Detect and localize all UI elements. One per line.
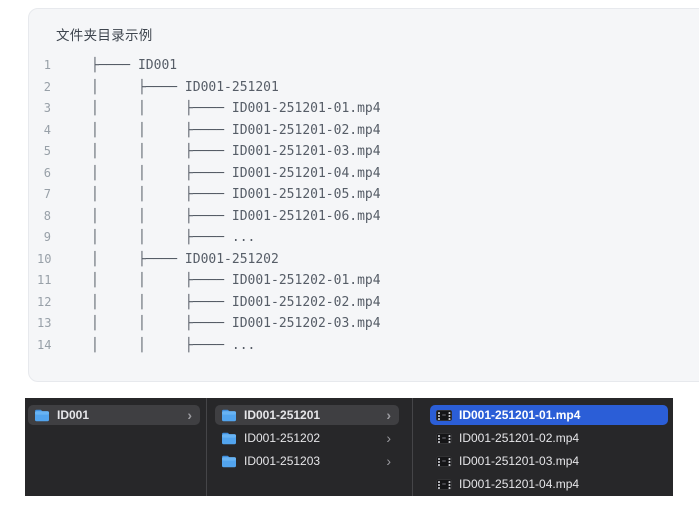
movie-icon: [436, 409, 452, 421]
code-line: 6 │ │ ├──── ID001-251201-04.mp4: [29, 163, 699, 185]
folder-icon: [221, 455, 237, 468]
code-line: 3 │ │ ├──── ID001-251201-01.mp4: [29, 98, 699, 120]
finder-item[interactable]: ID001-251203 ›: [215, 451, 399, 471]
tree-line-text: ├──── ID001: [91, 58, 178, 73]
chevron-right-icon: ›: [386, 430, 391, 446]
tree-line-text: │ │ ├──── ID001-251201-02.mp4: [91, 122, 381, 138]
line-number: 3: [43, 101, 51, 115]
code-line: 7 │ │ ├──── ID001-251201-05.mp4: [29, 184, 699, 206]
line-number: 1: [43, 58, 51, 72]
line-number: 10: [37, 251, 52, 266]
finder-item[interactable]: ID001-251202 ›: [215, 428, 399, 448]
tree-line-text: │ │ ├──── ID001-251201-01.mp4: [91, 101, 381, 116]
tree-line-text: │ ├──── ID001-251202: [91, 251, 279, 267]
tree-line-text: │ ├──── ID001-251201: [91, 79, 279, 95]
code-block: 1 ├──── ID001 2 │ ├──── ID001-251201 3 │ │ ├─…: [29, 55, 699, 356]
line-number: 7: [43, 187, 51, 201]
directory-example-card: 文件夹目录示例 1 ├──── ID001 2 │ ├──── ID001-25120…: [28, 8, 699, 382]
finder-item[interactable]: ID001-251201 ›: [215, 405, 399, 425]
finder-item[interactable]: ID001-251201-02.mp4: [430, 428, 668, 448]
line-number: 12: [37, 294, 52, 309]
line-number: 5: [43, 144, 51, 158]
movie-icon: [436, 478, 452, 490]
item-label: ID001-251201-01.mp4: [459, 408, 581, 422]
line-number: 2: [43, 79, 51, 94]
tree-line-text: │ │ ├──── ID001-251201-03.mp4: [91, 144, 381, 159]
movie-icon: [436, 455, 452, 467]
tree-line-text: │ │ ├──── ID001-251202-01.mp4: [91, 273, 381, 288]
tree-line-text: │ │ ├──── ...: [91, 230, 256, 245]
item-label: ID001-251201: [244, 408, 321, 422]
item-label: ID001-251201-04.mp4: [459, 477, 580, 491]
movie-icon: [436, 432, 452, 444]
tree-line-text: │ │ ├──── ID001-251202-02.mp4: [91, 294, 381, 310]
folder-icon: [221, 409, 237, 422]
folder-icon: [34, 409, 50, 422]
finder-item[interactable]: ID001 ›: [28, 405, 200, 425]
tree-line-text: │ │ ├──── ID001-251202-03.mp4: [91, 316, 381, 331]
line-number: 14: [37, 337, 52, 352]
finder-column-view: ID001›ID001-251201›ID001-251202›ID001-25…: [25, 398, 673, 496]
tree-line-text: │ │ ├──── ...: [91, 337, 256, 353]
line-number: 13: [37, 316, 52, 330]
finder-item[interactable]: ID001-251201-03.mp4: [430, 451, 668, 471]
finder-item[interactable]: ID001-251201-04.mp4: [430, 474, 668, 494]
code-line: 1 ├──── ID001: [29, 55, 699, 77]
item-label: ID001-251201-02.mp4: [459, 431, 580, 445]
finder-column-level-2: ID001-251201 › ID001-251202 › ID001-251203 ›: [207, 398, 413, 496]
line-number: 8: [43, 208, 51, 223]
chevron-right-icon: ›: [386, 407, 391, 423]
card-title: 文件夹目录示例: [56, 28, 153, 43]
code-line: 2 │ ├──── ID001-251201: [29, 77, 699, 99]
code-line: 5 │ │ ├──── ID001-251201-03.mp4: [29, 141, 699, 163]
item-label: ID001-251203: [244, 454, 321, 468]
code-line: 11 │ │ ├──── ID001-251202-01.mp4: [29, 270, 699, 292]
code-line: 9 │ │ ├──── ...: [29, 227, 699, 249]
code-line: 10 │ ├──── ID001-251202: [29, 249, 699, 271]
line-number: 11: [37, 273, 52, 287]
line-number: 6: [43, 165, 51, 180]
item-label: ID001-251202: [244, 431, 321, 445]
code-line: 14 │ │ ├──── ...: [29, 335, 699, 357]
tree-line-text: │ │ ├──── ID001-251201-05.mp4: [91, 187, 381, 202]
tree-line-text: │ │ ├──── ID001-251201-06.mp4: [91, 208, 381, 224]
chevron-right-icon: ›: [386, 453, 391, 469]
tree-line-text: │ │ ├──── ID001-251201-04.mp4: [91, 165, 381, 181]
line-number: 9: [43, 230, 51, 244]
finder-column-level-1: ID001 ›: [25, 398, 207, 496]
item-label: ID001: [57, 408, 90, 422]
item-label: ID001-251201-03.mp4: [459, 454, 580, 468]
finder-item[interactable]: ID001-251201-01.mp4: [430, 405, 668, 425]
code-line: 13 │ │ ├──── ID001-251202-03.mp4: [29, 313, 699, 335]
folder-icon: [221, 432, 237, 445]
code-line: 12 │ │ ├──── ID001-251202-02.mp4: [29, 292, 699, 314]
chevron-right-icon: ›: [187, 407, 192, 423]
code-line: 8 │ │ ├──── ID001-251201-06.mp4: [29, 206, 699, 228]
line-number: 4: [43, 122, 51, 137]
code-line: 4 │ │ ├──── ID001-251201-02.mp4: [29, 120, 699, 142]
